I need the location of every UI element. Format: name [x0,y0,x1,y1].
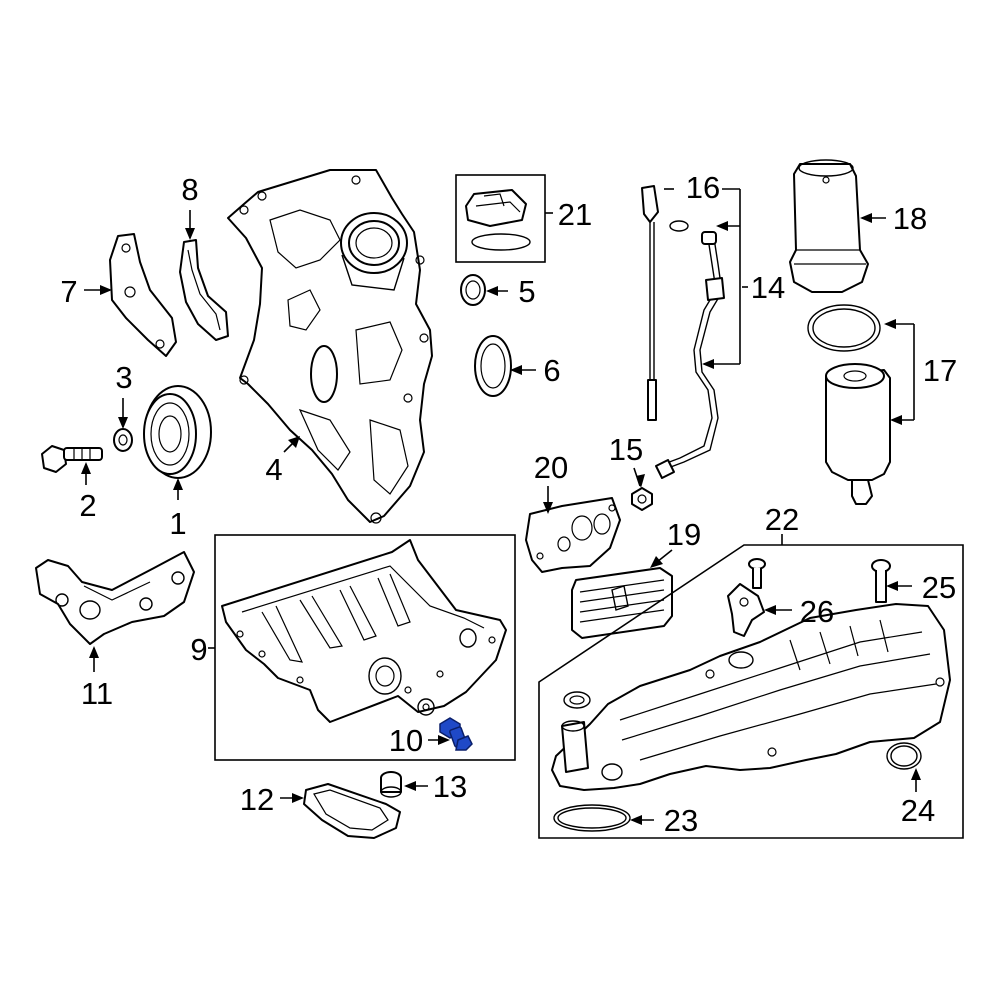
part-drain-plug-small[interactable] [631,487,653,511]
part-manifold-bolt[interactable] [871,559,891,603]
callout-25[interactable]: 25 [922,570,956,605]
part-pulley-bolt[interactable] [41,445,103,473]
callout-20[interactable]: 20 [534,450,568,485]
part-timing-cover[interactable] [227,169,433,524]
part-mount-bracket[interactable] [35,551,195,645]
callout-17[interactable]: 17 [923,353,957,388]
callout-22[interactable]: 22 [765,502,799,537]
part-dipstick-tube[interactable] [655,231,725,479]
callout-23[interactable]: 23 [664,803,698,838]
part-crank-pulley[interactable] [143,385,212,479]
part-intake-seal[interactable] [886,742,922,770]
part-oil-pan[interactable] [214,534,516,761]
callout-9[interactable]: 9 [190,632,207,667]
callout-6[interactable]: 6 [543,353,560,388]
part-front-seal[interactable] [460,274,486,306]
callout-7[interactable]: 7 [60,274,77,309]
part-washer[interactable] [113,428,133,452]
callout-18[interactable]: 18 [893,201,927,236]
callout-15[interactable]: 15 [609,432,643,467]
part-oil-pan-plug[interactable] [380,771,402,798]
part-cooler-gasket[interactable] [525,497,621,573]
callout-16[interactable]: 16 [686,170,720,205]
part-filter-housing[interactable] [789,159,869,293]
callout-1[interactable]: 1 [169,506,186,541]
callout-21[interactable]: 21 [558,197,592,232]
callout-10[interactable]: 10 [389,723,423,758]
part-oil-cooler[interactable] [571,567,673,639]
leader-lines [81,188,921,825]
callout-12[interactable]: 12 [240,782,274,817]
callout-14[interactable]: 14 [751,270,785,305]
callout-5[interactable]: 5 [518,274,535,309]
part-intake-manifold[interactable] [538,544,964,839]
callout-8[interactable]: 8 [181,172,198,207]
part-sensor[interactable] [727,583,765,637]
callout-26[interactable]: 26 [800,594,834,629]
callout-3[interactable]: 3 [115,360,132,395]
callout-4[interactable]: 4 [265,452,282,487]
callout-24[interactable]: 24 [901,793,935,828]
part-pan-gasket[interactable] [303,783,401,839]
part-gasket[interactable] [179,239,229,341]
part-sensor-bolt[interactable] [748,558,766,589]
callout-13[interactable]: 13 [433,769,467,804]
part-rear-seal[interactable] [474,335,512,397]
part-drain-bolt[interactable] [439,717,473,751]
callout-2[interactable]: 2 [79,488,96,523]
part-throttle-seal[interactable] [553,804,631,832]
part-cover-bracket[interactable] [109,233,177,357]
callout-labels: 1 2 3 4 5 6 7 8 9 10 11 12 13 14 15 16 1… [60,170,957,838]
part-filler-cap-kit[interactable] [455,174,546,263]
part-filter-element[interactable] [807,304,891,505]
callout-19[interactable]: 19 [667,517,701,552]
part-dipstick[interactable] [641,185,689,421]
callout-11[interactable]: 11 [81,676,113,711]
